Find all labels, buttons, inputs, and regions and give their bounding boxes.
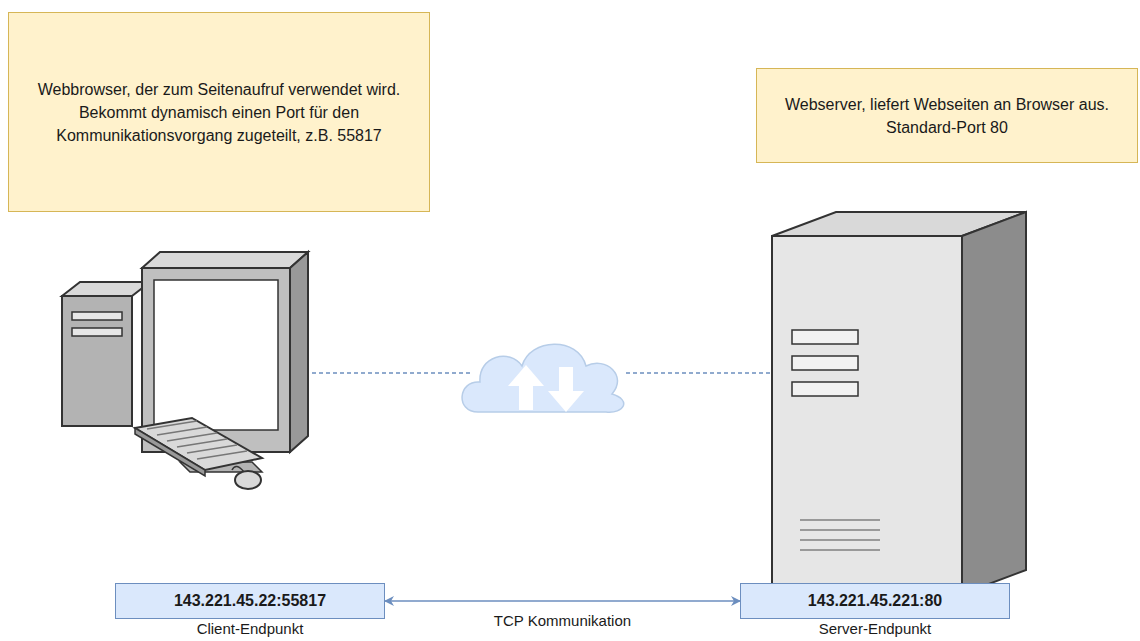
note-box: Webserver, liefert Webseiten an Browser …	[756, 68, 1138, 163]
endpoint-label: Server-Endpunkt	[701, 620, 1049, 638]
computer-icon	[62, 252, 308, 489]
endpoint-label: Client-Endpunkt	[76, 620, 424, 638]
endpoint-box: 143.221.45.221:80Server-Endpunkt	[740, 583, 1010, 619]
box-text: 143.221.45.221:80	[808, 592, 942, 610]
box-text: 143.221.45.22:55817	[174, 592, 326, 610]
network-line	[312, 372, 470, 374]
endpoint-box: 143.221.45.22:55817Client-Endpunkt	[115, 583, 385, 619]
network-line	[626, 372, 770, 374]
box-text: Webserver, liefert Webseiten an Browser …	[775, 93, 1119, 139]
note-box: Webbrowser, der zum Seitenaufruf verwend…	[8, 12, 430, 212]
server-icon	[772, 212, 1026, 594]
cloud-icon	[462, 344, 624, 412]
box-text: Webbrowser, der zum Seitenaufruf verwend…	[27, 78, 411, 147]
edge-label: TCP Kommunikation	[491, 612, 634, 630]
connector	[385, 600, 740, 602]
